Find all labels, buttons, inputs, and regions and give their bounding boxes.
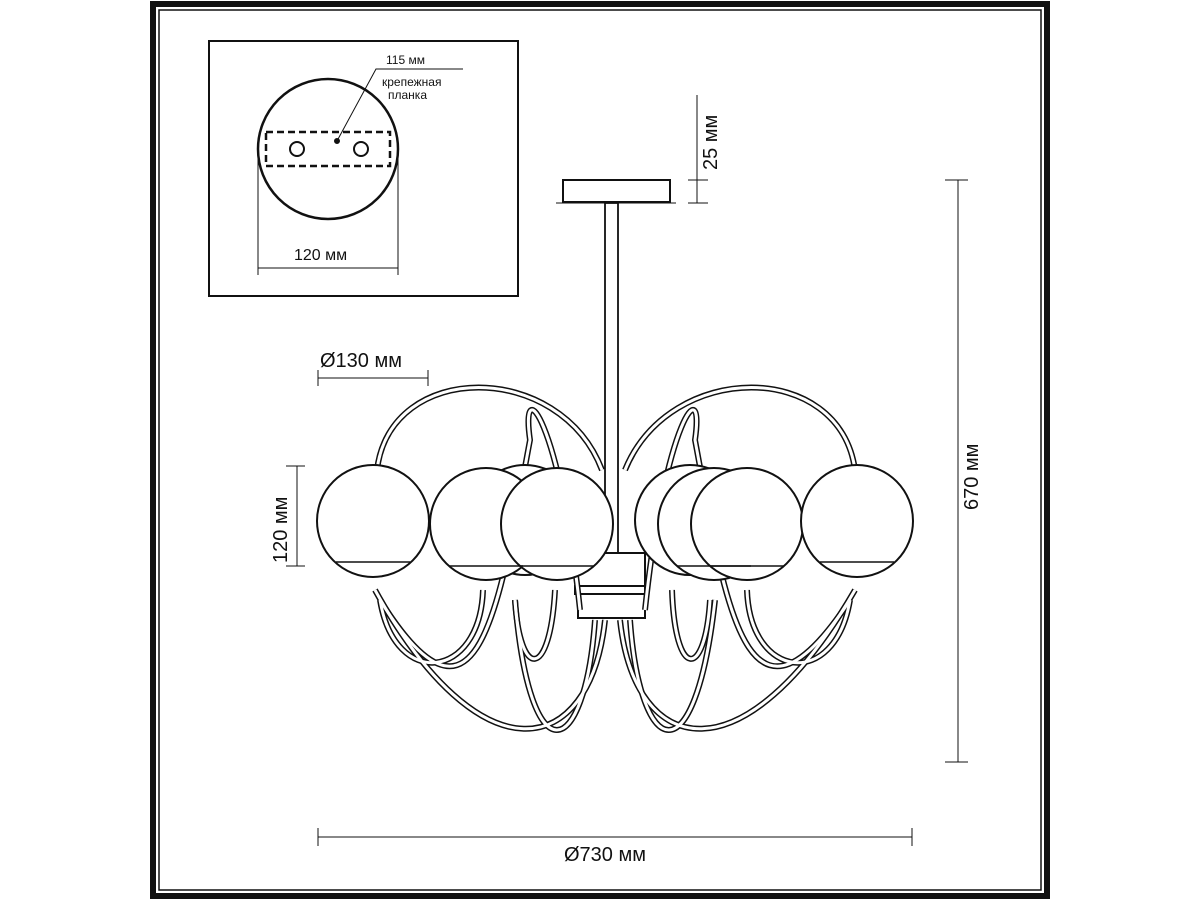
globes	[316, 464, 914, 581]
mount-hole-right	[353, 141, 369, 157]
globe	[500, 467, 614, 581]
globe	[690, 467, 804, 581]
mount-hole-left	[289, 141, 305, 157]
total-height-label: 670 мм	[961, 443, 983, 510]
globe	[316, 464, 430, 578]
canopy	[562, 179, 671, 203]
mounting-bar	[264, 130, 392, 168]
canopy-height-label: 25 мм	[700, 114, 722, 170]
canopy-top-view	[256, 77, 400, 221]
outer-frame	[150, 1, 1050, 899]
leader-line	[336, 68, 463, 142]
bar-label-line1: крепежная	[382, 75, 442, 89]
shade-height-label: 120 мм	[270, 496, 292, 563]
globe	[800, 464, 914, 578]
total-diameter-label: Ø730 мм	[564, 844, 646, 866]
inner-frame	[158, 9, 1042, 891]
inset-box	[208, 40, 519, 297]
bar-width-label: 115 мм	[386, 53, 425, 67]
shade-diameter-label: Ø130 мм	[320, 350, 402, 372]
bar-label-line2: планка	[388, 88, 427, 102]
canopy-diameter-label: 120 мм	[294, 247, 348, 264]
